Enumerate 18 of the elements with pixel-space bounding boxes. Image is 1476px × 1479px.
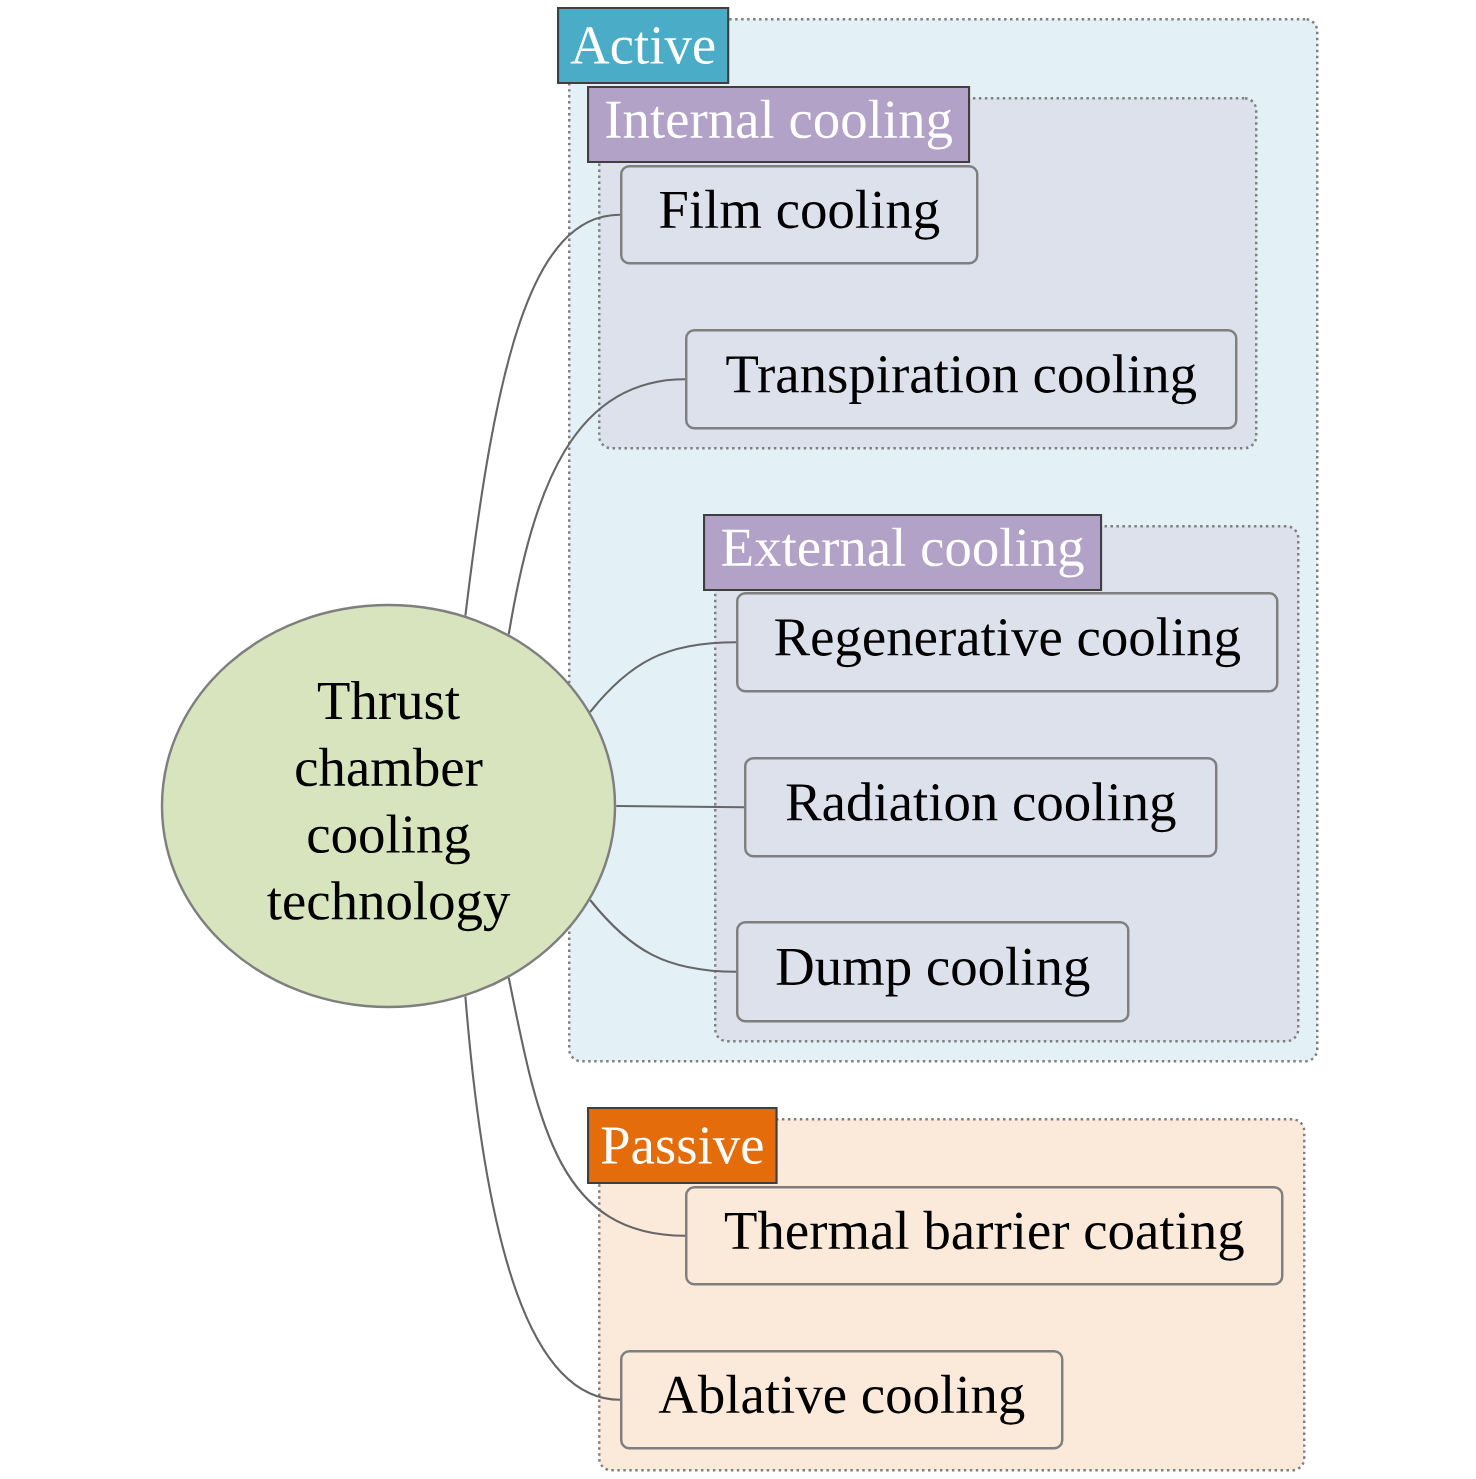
connector-curve (464, 996, 621, 1401)
connector-curve (616, 804, 745, 809)
item-box: Radiation cooling (744, 757, 1218, 858)
connector-curve (507, 977, 686, 1237)
item-box: Dump cooling (736, 921, 1130, 1023)
heading-tab: Internal cooling (587, 86, 971, 164)
item-box: Thermal barrier coating (685, 1186, 1284, 1286)
connector-curve (464, 213, 621, 616)
connector-curve (507, 378, 686, 635)
heading-tab: External cooling (703, 514, 1103, 592)
item-box: Transpiration cooling (685, 329, 1238, 430)
item-box: Regenerative cooling (736, 592, 1279, 693)
connector-curve (589, 641, 737, 713)
connector-curve (589, 899, 737, 973)
item-box: Ablative cooling (620, 1350, 1064, 1450)
item-box: Film cooling (620, 165, 979, 265)
heading-tab: Passive (587, 1107, 778, 1185)
heading-tab: Active (557, 7, 730, 85)
